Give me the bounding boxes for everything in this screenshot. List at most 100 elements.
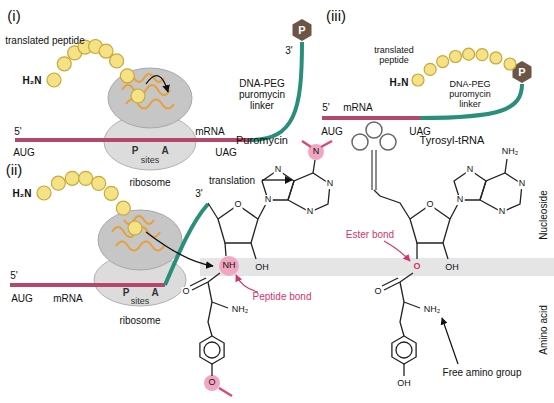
amide-highlight [219, 256, 239, 276]
atom-label: OH [396, 379, 412, 389]
atom-label: O [181, 287, 190, 297]
callout-label: Free amino group [443, 367, 522, 378]
amino-acid-bead [65, 171, 79, 185]
atom-label: NH₂ [231, 305, 250, 315]
site-label: A [161, 145, 168, 156]
codon-label: AUG [321, 126, 343, 137]
peptide-label: translated peptide [368, 46, 420, 66]
region-label: Amino acid [538, 305, 549, 354]
site-label: sites [131, 297, 150, 307]
linker-label: DNA-PEG puromycin linker [443, 80, 497, 110]
atom-label: NH₂ [423, 305, 442, 315]
panel-label: (iii) [326, 8, 346, 25]
amino-acid-bead [37, 186, 51, 200]
panel-label: (i) [7, 8, 20, 25]
amino-acid-bead [424, 63, 436, 75]
molecule-name: Tyrosyl-tRNA [420, 134, 485, 146]
atom-label: N [518, 179, 527, 189]
atom-label: OH [444, 263, 460, 273]
atom-label: N [456, 195, 465, 205]
mrna-strand [322, 116, 420, 120]
site-label: P [123, 287, 130, 298]
amino-acid-bead [110, 54, 124, 68]
peptide-bond-arrow [236, 275, 258, 292]
methoxy-highlight [204, 375, 220, 391]
atom-label: NH₂ [501, 147, 520, 157]
atom-label: NH [223, 261, 236, 271]
atom-label: O [412, 262, 421, 272]
amino-acid-bead [120, 69, 134, 83]
peptide-beads [47, 40, 145, 104]
mrna-strand [15, 138, 250, 142]
ribosome-ii [94, 210, 186, 306]
atom-label: N [274, 165, 283, 175]
amino-acid-bead [437, 56, 449, 68]
end-label: 3' [285, 45, 292, 56]
end-label: 5' [14, 126, 21, 137]
linker-label: DNA-PEG puromycin linker [233, 78, 291, 111]
atom-label: N [466, 165, 475, 175]
end-label: 5' [10, 270, 17, 281]
atom-label: O [425, 200, 434, 210]
codon-label: AUG [13, 147, 35, 158]
codon-label: AUG [11, 293, 33, 304]
amino-acid-bead [131, 89, 145, 103]
hexagon-label: P [298, 24, 305, 36]
bond-label: Peptide bond [253, 291, 312, 302]
tyrosyl-structure [374, 159, 522, 376]
end-label: 3' [195, 188, 202, 199]
divider-band [200, 258, 554, 276]
peptide-label: translated peptide [5, 35, 85, 46]
puromycin-hexagon [293, 19, 312, 41]
trna-cloverleaf [352, 122, 396, 190]
bond-label: Ester bond [346, 229, 394, 240]
site-label: sites [141, 156, 160, 166]
amino-acid-bead [449, 50, 461, 62]
atom-label: N [326, 179, 335, 189]
amino-acid-bead [504, 58, 516, 70]
amino-acid-bead [128, 221, 142, 235]
amino-acid-bead [51, 176, 65, 190]
transfer-arrow [146, 76, 168, 92]
ribosome-label: ribosome [129, 177, 170, 188]
mrna-label: mRNA [343, 102, 372, 113]
terminus-label: H₂N [390, 77, 409, 88]
atom-label: O [373, 287, 382, 297]
atom-label: OH [254, 263, 270, 273]
amino-acid-bead [92, 176, 106, 190]
mrna-strand [10, 283, 165, 287]
amino-acid-bead [47, 73, 61, 87]
codon-label: UAG [215, 147, 237, 158]
ester-bond-arrow [384, 241, 410, 261]
amino-acid-bead [412, 74, 424, 86]
amino-group-arrow [442, 318, 458, 364]
translation-arrow [262, 179, 292, 180]
hexagon-label: P [518, 66, 525, 78]
atom-label: N [264, 195, 273, 205]
site-label: P [132, 145, 139, 156]
transfer-arrow [146, 232, 213, 266]
amino-acid-bead [116, 201, 130, 215]
site-label: A [151, 287, 158, 298]
panel-label: (ii) [6, 162, 23, 179]
atom-label: N [313, 147, 320, 157]
atom-label: N [498, 207, 507, 217]
amino-acid-bead [463, 48, 475, 60]
puromycin-structure [190, 160, 330, 376]
region-label: Nucleoside [538, 190, 549, 239]
mrna-label: mRNA [53, 293, 82, 304]
atom-label: O [208, 378, 215, 388]
ribosome-i [104, 68, 196, 170]
terminus-label: H₂N [13, 188, 32, 199]
amino-acid-bead [490, 52, 502, 64]
amino-acid-bead [57, 57, 71, 71]
linker-strand [165, 204, 208, 285]
atom-label: N [306, 207, 315, 217]
amino-acid-bead [79, 171, 93, 185]
amino-acid-bead [476, 49, 488, 61]
peptide-beads [37, 171, 142, 235]
end-label: 5' [322, 102, 329, 113]
terminus-label: H₂N [23, 75, 42, 86]
amino-acid-bead [104, 186, 118, 200]
